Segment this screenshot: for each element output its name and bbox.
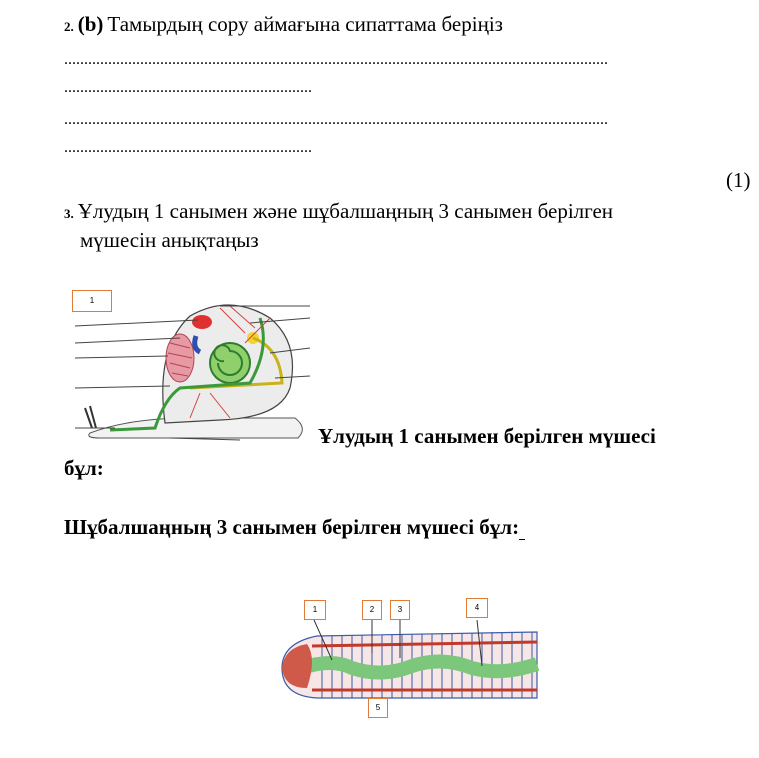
answer-2-text: Шұбалшаңның 3 санымен берілген мүшесі бұ… (64, 515, 520, 539)
question-text-line-1: Ұлудың 1 санымен және шұбалшаңның 3 саны… (77, 199, 614, 223)
question-text: Тамырдың сору аймағына сипаттама беріңіз (107, 12, 503, 36)
answer-1-line-2: бұл: (64, 456, 104, 480)
answer-2-blank[interactable] (519, 521, 526, 540)
answer-1-line-1: Ұлудың 1 санымен берілген мүшесі (318, 424, 656, 448)
snail-diagram: 1 (70, 288, 320, 448)
worm-label-5: 5 (368, 698, 388, 718)
worm-label-1: 1 (304, 600, 326, 620)
question-part: (b) (77, 12, 104, 36)
marks: (1) (726, 168, 751, 192)
snail-label-1: 1 (72, 290, 112, 312)
worm-label-3: 3 (390, 600, 410, 620)
question-text-line-2: мүшесін анықтаңыз (80, 228, 259, 252)
answer-line-2: ........................................… (64, 80, 312, 96)
earthworm-diagram: 1 2 3 4 5 (272, 598, 552, 718)
worm-label-4: 4 (466, 598, 488, 618)
snail-illustration (74, 304, 311, 441)
question-number: 2. (64, 19, 74, 34)
worm-label-2: 2 (362, 600, 382, 620)
answer-line-1: ........................................… (64, 52, 608, 68)
earthworm-illustration (281, 619, 540, 707)
question-3-heading: 3. Ұлудың 1 санымен және шұбалшаңның 3 с… (64, 199, 613, 224)
answer-line-4: ........................................… (64, 140, 312, 156)
question-2-heading: 2. (b) Тамырдың сору аймағына сипаттама … (64, 12, 503, 37)
answer-2: Шұбалшаңның 3 санымен берілген мүшесі бұ… (64, 515, 526, 540)
answer-line-3: ........................................… (64, 112, 608, 128)
question-number: 3. (64, 206, 74, 221)
